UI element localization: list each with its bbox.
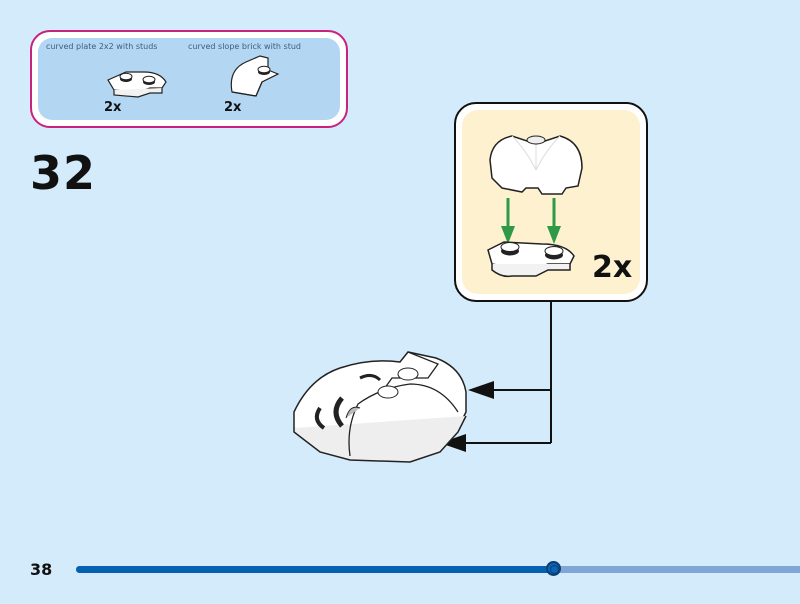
part-quantity-1: 2x xyxy=(104,100,122,115)
down-arrow-icon xyxy=(501,198,515,244)
arrow-lower-icon xyxy=(440,434,466,452)
step-number: 32 xyxy=(30,146,97,200)
curved-plate-part-icon xyxy=(107,71,167,98)
parts-list-callout: curved plate 2x2 with studs 2x curved sl… xyxy=(30,30,348,128)
progress-knob[interactable] xyxy=(545,561,561,576)
arrow-upper-icon xyxy=(468,381,494,399)
subassembly-panel: 2x xyxy=(462,110,640,294)
curved-plate-icon xyxy=(487,241,575,278)
part-quantity-2: 2x xyxy=(224,100,242,115)
part-name-2: curved slope brick with stud xyxy=(188,42,301,51)
page-number: 38 xyxy=(30,560,53,579)
progress-track[interactable] xyxy=(76,561,800,576)
progress-fill xyxy=(76,566,554,573)
subassembly-quantity: 2x xyxy=(592,250,633,285)
model-assembly-illustration xyxy=(293,351,467,463)
curved-slope-brick-icon xyxy=(489,135,583,195)
down-arrow-icon xyxy=(547,198,561,244)
subassembly-callout: 2x xyxy=(454,102,648,302)
parts-list-panel: curved plate 2x2 with studs 2x curved sl… xyxy=(38,38,340,120)
part-name-1: curved plate 2x2 with studs xyxy=(46,42,158,51)
curved-slope-part-icon xyxy=(230,55,280,97)
